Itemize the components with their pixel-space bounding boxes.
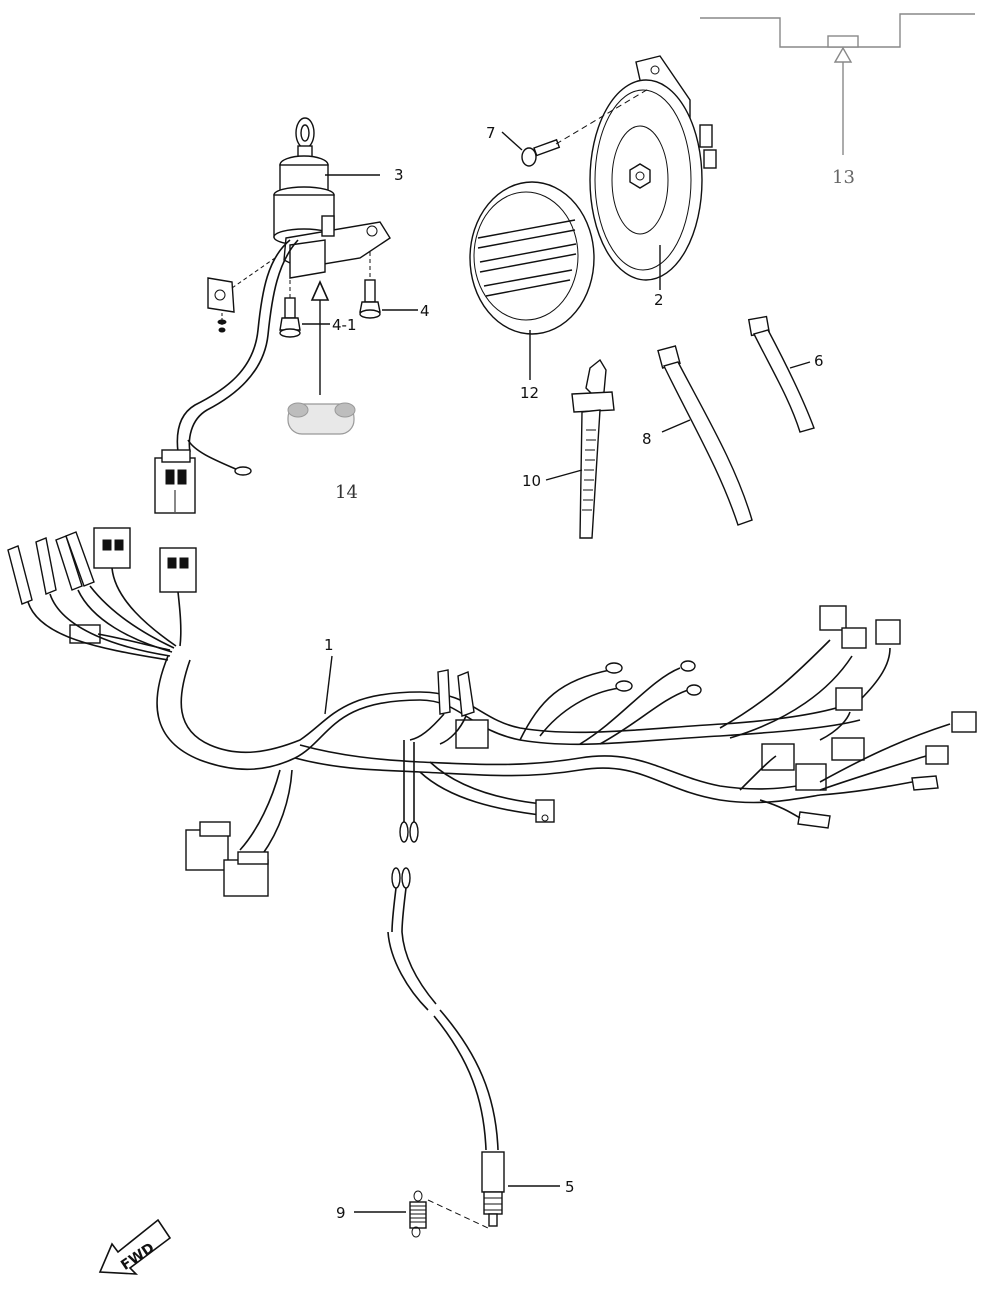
callout-5: 5 bbox=[565, 1178, 575, 1196]
horn: 2 bbox=[589, 55, 717, 309]
callout-2: 2 bbox=[654, 291, 664, 309]
part-13-location-detail: 13 bbox=[700, 13, 975, 188]
callout-4: 4 bbox=[420, 302, 430, 320]
callout-3: 3 bbox=[394, 166, 404, 184]
horn-cover: 12 bbox=[469, 181, 595, 402]
callout-1: 1 bbox=[324, 636, 334, 654]
part-10-cable-tie: 10 bbox=[522, 358, 615, 539]
callout-10: 10 bbox=[522, 472, 541, 490]
callout-4-1: 4-1 bbox=[332, 316, 357, 334]
main-wire-harness: 1 bbox=[7, 527, 977, 897]
part-6-tie-band: 6 bbox=[747, 315, 824, 433]
callout-6: 6 bbox=[814, 352, 824, 370]
ignition-switch: 3 4-1 4 bbox=[154, 117, 430, 514]
callout-13: 13 bbox=[832, 167, 855, 188]
part-5-sensor: 5 bbox=[387, 867, 575, 1227]
callout-8: 8 bbox=[642, 430, 652, 448]
callout-9: 9 bbox=[336, 1204, 346, 1222]
callout-12: 12 bbox=[520, 384, 539, 402]
part-8-tie-band: 8 bbox=[642, 345, 753, 526]
part-9-spring: 9 bbox=[336, 1190, 489, 1238]
fwd-direction-arrow: FWD bbox=[98, 1218, 172, 1275]
part-14-spacer: 14 bbox=[287, 280, 358, 503]
callout-14: 14 bbox=[335, 482, 358, 503]
callout-7: 7 bbox=[486, 124, 496, 142]
part-7-screw: 7 bbox=[486, 87, 651, 167]
